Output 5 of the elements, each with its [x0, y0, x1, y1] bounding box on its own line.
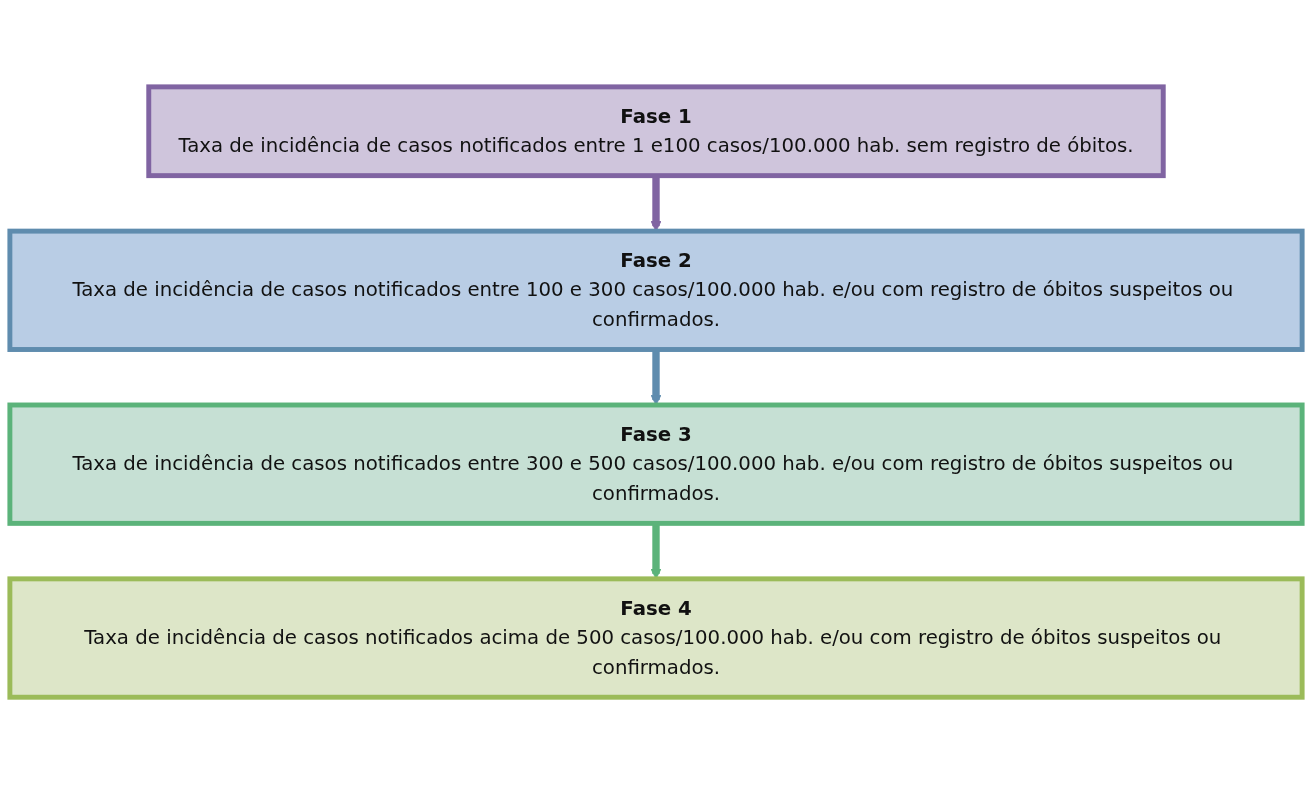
arrow	[650, 349, 662, 406]
node-box: Fase 4 Taxa de incidência de casos notificados acima de 500 casos/100.000 hab. e/ou com registro de óbitos suspeitos ou confirmados.	[7, 576, 1305, 701]
node-box: Fase 2 Taxa de incidência de casos notificados entre 100 e 300 casos/100.000 hab. e/ou com registro de óbitos suspeitos ou confirmados.	[7, 229, 1305, 353]
node-box: Fase 3 Taxa de incidência de casos notificados entre 300 e 500 casos/100.000 hab. e/ou com registro de óbitos suspeitos ou confirmados.	[7, 403, 1305, 527]
node-box: Fase 1 Taxa de incidência de casos notificados entre 1 e100 casos/100.000 hab. sem registro de óbitos.	[146, 84, 1166, 179]
